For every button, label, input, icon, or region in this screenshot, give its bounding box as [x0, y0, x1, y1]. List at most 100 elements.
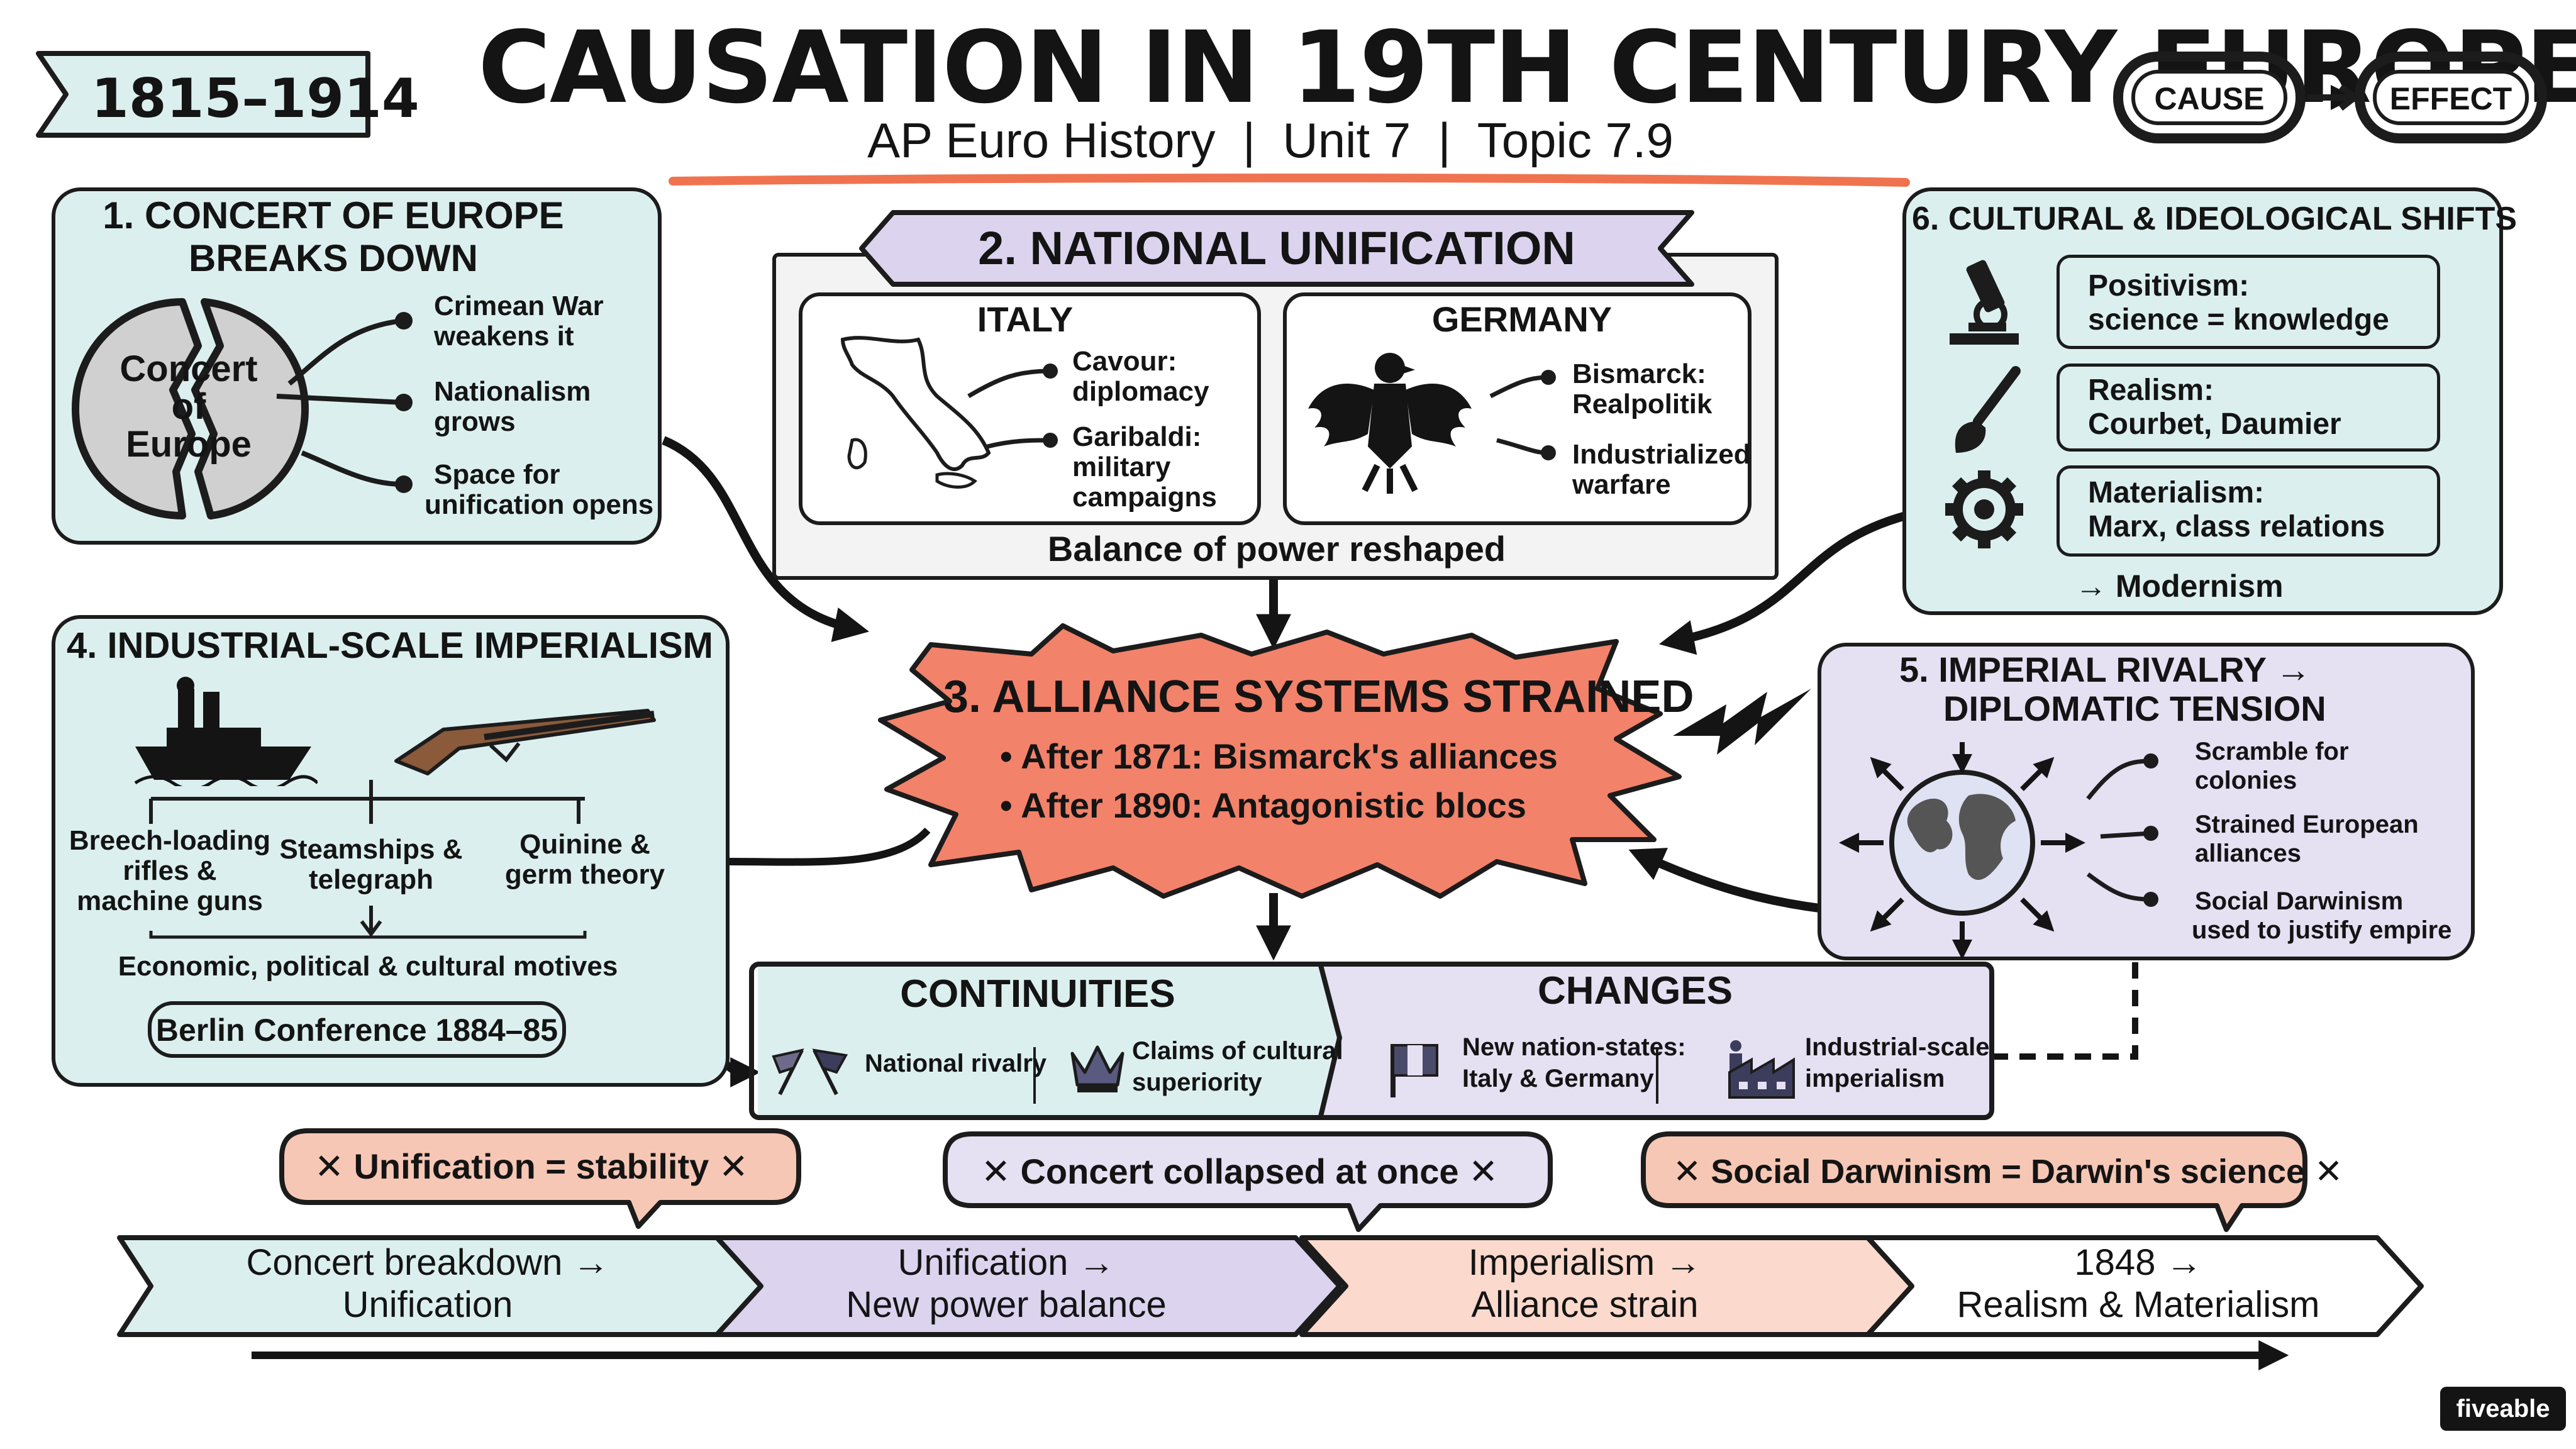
box1-item-2-line1: Nationalism	[434, 376, 591, 407]
misconception-3-text: Social Darwinism = Darwin's science	[1711, 1153, 2306, 1191]
line-box3-to-box4	[729, 827, 931, 866]
berlin-conference: Berlin Conference 1884–85	[155, 1013, 558, 1048]
box1-item-3-line1: Space for	[434, 459, 560, 490]
berlin-conference-pill	[148, 1001, 566, 1058]
box5-connectors	[2086, 753, 2158, 907]
italy-connectors	[967, 364, 1058, 449]
box1-connectors	[276, 312, 413, 493]
box2-title-banner	[859, 210, 1694, 287]
misconception-bubble-1-shape	[279, 1128, 801, 1229]
box3-bullet-1-text: After 1871: Bismarck's alliances	[1021, 736, 1558, 776]
positivism-card	[2057, 255, 2440, 349]
brand-logo: fiveable	[2456, 1395, 2550, 1423]
box1-item-1-line2: weakens it	[434, 321, 574, 352]
germany-item-2-line2: warfare	[1572, 469, 1671, 500]
box4-branch-1-line1: Breech-loading	[69, 825, 271, 856]
arrow-box6-to-box3	[1658, 511, 1907, 655]
box4-branch-1-line3: machine guns	[77, 886, 263, 916]
factory-icon	[1728, 1040, 1795, 1099]
concert-circle-icon	[72, 298, 309, 519]
close-icon: ✕	[1468, 1152, 1499, 1191]
timeline-1-line1: Concert breakdown →	[246, 1242, 609, 1283]
box4-branch-2-line1: Steamships &	[279, 834, 463, 865]
changes-title: CHANGES	[1537, 969, 1733, 1013]
change-1-line1: New nation-states:	[1462, 1033, 1686, 1061]
germany-item-1-line2: Realpolitik	[1572, 389, 1713, 419]
crown-icon	[1070, 1045, 1124, 1092]
cause-effect-logo: CAUSE EFFECT	[2107, 31, 2547, 157]
box6-title: 6. CULTURAL & IDEOLOGICAL SHIFTS	[1912, 201, 2518, 237]
germany-title: GERMANY	[1431, 299, 1613, 339]
flags-icon	[772, 1048, 848, 1096]
box5-item-3-line2: used to justify empire	[2192, 916, 2452, 944]
cause-label: CAUSE	[2154, 81, 2265, 116]
box5-item-2-line1: Strained European	[2195, 811, 2419, 838]
box5-title-line2: DIPLOMATIC TENSION	[1943, 689, 2326, 728]
box3-bullet-1: • After 1871: Bismarck's alliances	[1000, 736, 1558, 776]
effect-label: EFFECT	[2389, 81, 2512, 116]
chain-link-icon	[2113, 52, 2547, 143]
continuity-1: National rivalry	[865, 1050, 1047, 1077]
box1-title-line1: 1. CONCERT OF EUROPE	[103, 194, 564, 236]
dashed-box5-to-cc	[1987, 962, 2138, 1060]
timeline-3-line1: Imperialism →	[1468, 1242, 1702, 1283]
timeline-2-line2: New power balance	[846, 1284, 1167, 1325]
timeline-4-line1: 1848 →	[2074, 1242, 2202, 1283]
germany-item-2-line1: Industrialized	[1572, 439, 1751, 470]
timeline-3-line2: Alliance strain	[1471, 1284, 1699, 1325]
germany-connectors	[1489, 370, 1556, 460]
lightning-icon	[1673, 689, 1811, 755]
change-2-line1: Industrial-scale	[1805, 1033, 1990, 1061]
box3-title: 3. ALLIANCE SYSTEMS STRAINED	[943, 672, 1694, 722]
title-underline	[669, 174, 1910, 187]
box4-title: 4. INDUSTRIAL-SCALE IMPERIALISM	[67, 625, 713, 666]
rifle-icon	[394, 709, 656, 775]
box6-item-2-line2: Courbet, Daumier	[2088, 408, 2341, 441]
italy-item-2-line3: campaigns	[1072, 482, 1217, 513]
misconception-bubble-3-shape	[1641, 1131, 2307, 1232]
box1-item-3-line2: unification opens	[425, 489, 654, 520]
misconception-3: ✕ Social Darwinism = Darwin's science ✕	[1673, 1151, 2343, 1192]
close-icon: ✕	[314, 1146, 344, 1186]
close-icon: ✕	[2314, 1153, 2343, 1191]
box5-item-1-line2: colonies	[2195, 767, 2297, 794]
italy-item-2-line1: Garibaldi:	[1072, 421, 1202, 452]
misconception-1: ✕ Unification = stability ✕	[314, 1146, 748, 1187]
brand-badge	[2440, 1387, 2566, 1431]
page-title: CAUSATION IN 19TH CENTURY EUROPE	[478, 10, 2576, 126]
misconception-bubble-2-shape	[943, 1131, 1553, 1232]
box6-item-3-line2: Marx, class relations	[2088, 510, 2385, 543]
timeline-chevrons	[117, 1235, 2424, 1337]
date-range-banner: 1815–1914	[35, 35, 419, 142]
box5-item-3-line1: Social Darwinism	[2195, 887, 2404, 915]
box5-item-2-line2: alliances	[2195, 840, 2302, 867]
box6-item-1-line1: Positivism:	[2088, 269, 2250, 303]
italy-card	[799, 292, 1261, 525]
box4-branch-3-line2: germ theory	[504, 859, 665, 890]
timeline-4-line2: Realism & Materialism	[1957, 1284, 2320, 1325]
continuity-2-line2: superiority	[1132, 1069, 1262, 1096]
cc-container	[749, 962, 1994, 1120]
italy-item-1-line2: diplomacy	[1072, 376, 1209, 407]
box1-item-1-line1: Crimean War	[434, 291, 604, 321]
box3-bullet-2-text: After 1890: Antagonistic blocs	[1021, 786, 1526, 825]
date-range: 1815–1914	[91, 67, 419, 130]
box3-starburst-shape	[878, 623, 1682, 899]
italy-item-1-line1: Cavour:	[1072, 346, 1177, 377]
box6-item-3-line1: Materialism:	[2088, 476, 2265, 509]
globe-icon	[1839, 742, 2085, 959]
germany-card	[1283, 292, 1752, 525]
box1-title-line2: BREAKS DOWN	[189, 237, 478, 279]
germany-item-1-line1: Bismarck:	[1572, 358, 1706, 389]
box4-motives: Economic, political & cultural motives	[118, 951, 618, 982]
continuity-2-line1: Claims of cultural	[1132, 1037, 1343, 1065]
box2-footer: Balance of power reshaped	[1047, 529, 1506, 569]
arrow-box5-to-box3	[1628, 848, 1824, 913]
microscope-icon	[1950, 260, 2019, 345]
timeline-1-line2: Unification	[342, 1284, 513, 1325]
paintbrush-icon	[1955, 366, 2021, 453]
materialism-card	[2057, 465, 2440, 557]
box6-footer: → Modernism	[2075, 569, 2284, 604]
misconception-2: ✕ Concert collapsed at once ✕	[981, 1151, 1498, 1192]
